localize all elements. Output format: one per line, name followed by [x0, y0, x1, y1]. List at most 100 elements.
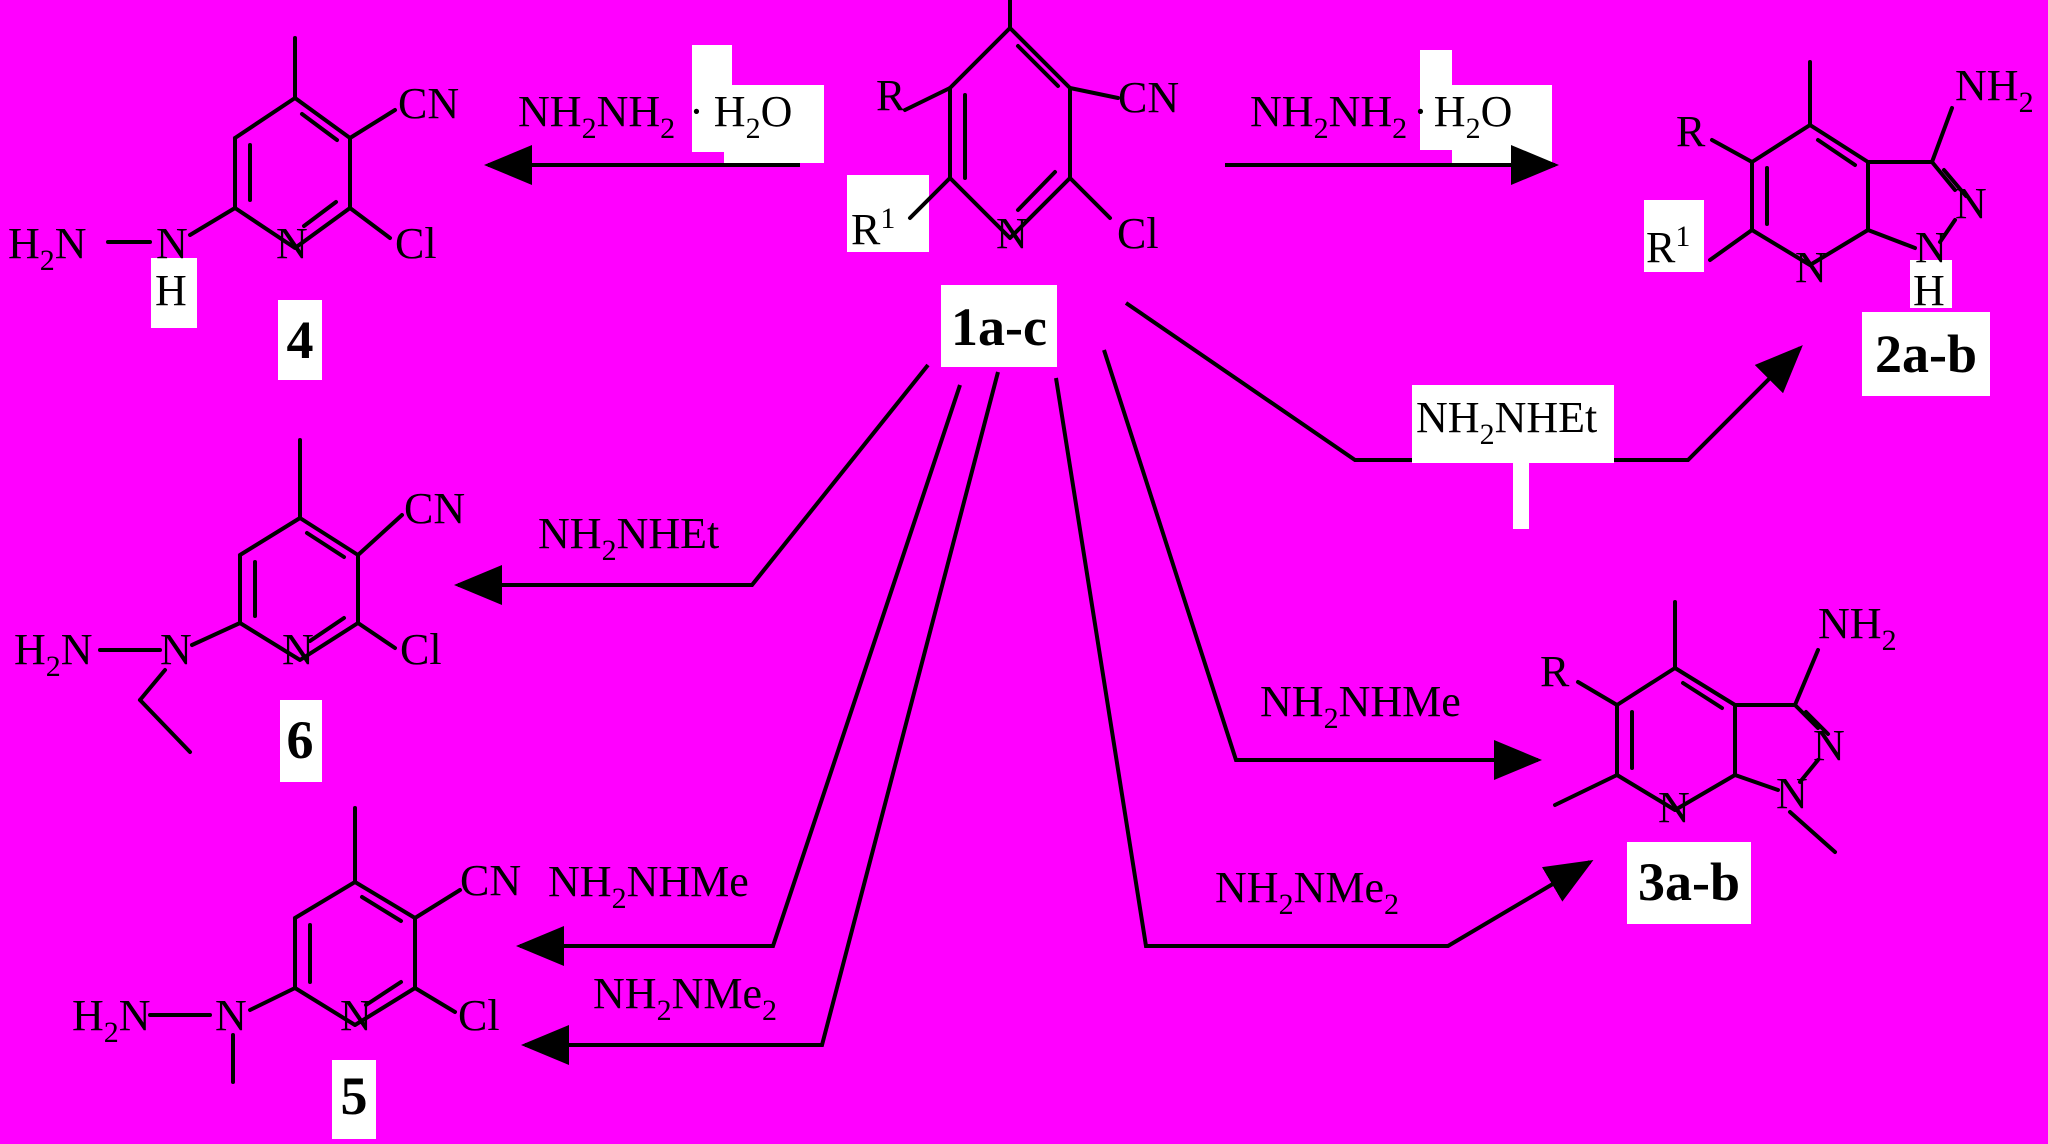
reagent-box [1420, 50, 1452, 150]
atom-label-n: N [1955, 179, 1987, 228]
atom-label-n: N [340, 991, 372, 1040]
double-bond [308, 616, 346, 643]
atom-label-r: R [1540, 647, 1570, 696]
cl-bond [1068, 176, 1112, 220]
pyrazole-bond [1733, 773, 1780, 792]
atom-label-cl: Cl [1117, 209, 1159, 258]
double-bond [302, 200, 338, 228]
reagent-part: H [714, 87, 746, 136]
arrow-to-3-methyl [1102, 349, 1542, 780]
subscript-two: 2 [2019, 86, 2034, 119]
r1-bond [908, 176, 952, 220]
reagent-part: NHMe [627, 857, 749, 906]
atom-label-r1: R1 [1646, 220, 1690, 272]
reagent-methylhydrazine-left: NH2NHMe [548, 857, 749, 915]
atom-label-n: N [276, 219, 308, 268]
reagent-hydrazine-hydrate-right: NH2NH2·H2O [1250, 87, 1512, 145]
h-text: H [8, 219, 40, 268]
compound-label-1: 1a-c [951, 297, 1047, 357]
compound-label-box [941, 285, 1057, 367]
double-bond [305, 531, 346, 559]
subscript-two: 2 [104, 1016, 119, 1049]
nh-text: NH [1955, 61, 2019, 110]
h-text: H [14, 625, 46, 674]
nh2-bond [1930, 106, 1954, 164]
double-bond [1681, 681, 1724, 710]
reagent-subscript: 2 [1466, 112, 1481, 145]
n-text: N [119, 991, 151, 1040]
reagent-part: NHEt [1495, 393, 1598, 442]
double-bond [1016, 170, 1057, 212]
reagent-subscript: 2 [1314, 112, 1329, 145]
nh2-bond [1793, 648, 1820, 707]
compound-2-structure: NH2 N N H N R R1 [1644, 60, 2034, 315]
reagent-part: NH [597, 87, 661, 136]
pyridine-ring [948, 26, 1072, 240]
cn-bond [1068, 86, 1120, 100]
reagent-subscript: 2 [1392, 112, 1407, 145]
atom-label-h2n: H2N [8, 219, 87, 277]
compound-label-4: 4 [287, 310, 314, 370]
atom-label-nh2: NH2 [1818, 599, 1897, 657]
double-bond [1942, 168, 1968, 198]
cn-bond [356, 513, 404, 557]
n-text: N [55, 219, 87, 268]
atom-label-nh2: NH2 [1955, 61, 2034, 119]
reagent-box [724, 85, 824, 163]
atom-label-cl: Cl [458, 991, 500, 1040]
atom-label-n: N [1915, 223, 1947, 272]
n-methyl-bond [1788, 810, 1837, 854]
reagent-subscript: 2 [1384, 888, 1399, 921]
cl-bond [356, 621, 397, 650]
compound-6-structure: CN Cl N N H2N [14, 438, 465, 754]
reagent-subscript: 2 [660, 112, 675, 145]
atom-label-h: H [1913, 266, 1945, 315]
methyl-bond [1553, 773, 1619, 807]
reagent-part: NHEt [617, 509, 720, 558]
atom-label-cn: CN [404, 484, 465, 533]
ethyl-bond [138, 668, 167, 702]
reagent-ethylhydrazine-right: NH2NHEt [1416, 393, 1597, 451]
reagent-subscript: 2 [612, 882, 627, 915]
atom-label-n: N [160, 625, 192, 674]
r-bond [903, 86, 952, 112]
compound-4-structure: CN Cl N N H H2N [8, 36, 459, 328]
atom-label-cl: Cl [395, 219, 437, 268]
compound-5-structure: CN Cl N N H2N [72, 806, 521, 1084]
arrow-to-2-ethyl [1614, 345, 1803, 462]
pyrazole-bond [1793, 703, 1820, 730]
n-bond [190, 621, 242, 647]
atom-label-cn: CN [1118, 73, 1179, 122]
compound-3-structure: NH2 N N N R [1540, 599, 1897, 854]
reagent-dimethylhydrazine-right: NH2NMe2 [1215, 863, 1399, 921]
subscript-two: 2 [40, 244, 55, 277]
reagent-ethylhydrazine-left: NH2NHEt [538, 509, 719, 567]
r1-bond [1708, 228, 1754, 262]
arrow-to-5-methyl [516, 384, 962, 966]
reagent-methylhydrazine-right: NH2NHMe [1260, 677, 1461, 735]
arrow-segment [1124, 301, 1412, 462]
reagent-subscript: 2 [582, 112, 597, 145]
n-bond [248, 986, 297, 1012]
reagent-part: NH [518, 87, 582, 136]
pyrazole-bond [1930, 160, 1957, 192]
compound-1-structure: CN Cl N R R1 [692, 0, 1179, 258]
double-bond [1804, 710, 1830, 736]
atom-label-n: N [996, 209, 1028, 258]
reagent-part: O [1481, 87, 1513, 136]
r-bond [1710, 138, 1754, 164]
r-text: R [1646, 223, 1676, 272]
reagent-subscript: 2 [1324, 702, 1339, 735]
reagent-part: O [761, 87, 793, 136]
arrow-to-3-dimethyl [1054, 377, 1594, 948]
compound-label-box [332, 1060, 376, 1139]
reagent-part: NH [548, 857, 612, 906]
reagent-subscript: 2 [1279, 888, 1294, 921]
ethyl-bond [138, 698, 192, 754]
compound-label-3: 3a-b [1638, 852, 1740, 912]
atom-label-r: R [1676, 107, 1706, 156]
label-mask [151, 258, 197, 328]
nh-text: NH [1818, 599, 1882, 648]
atom-label-n: N [156, 219, 188, 268]
